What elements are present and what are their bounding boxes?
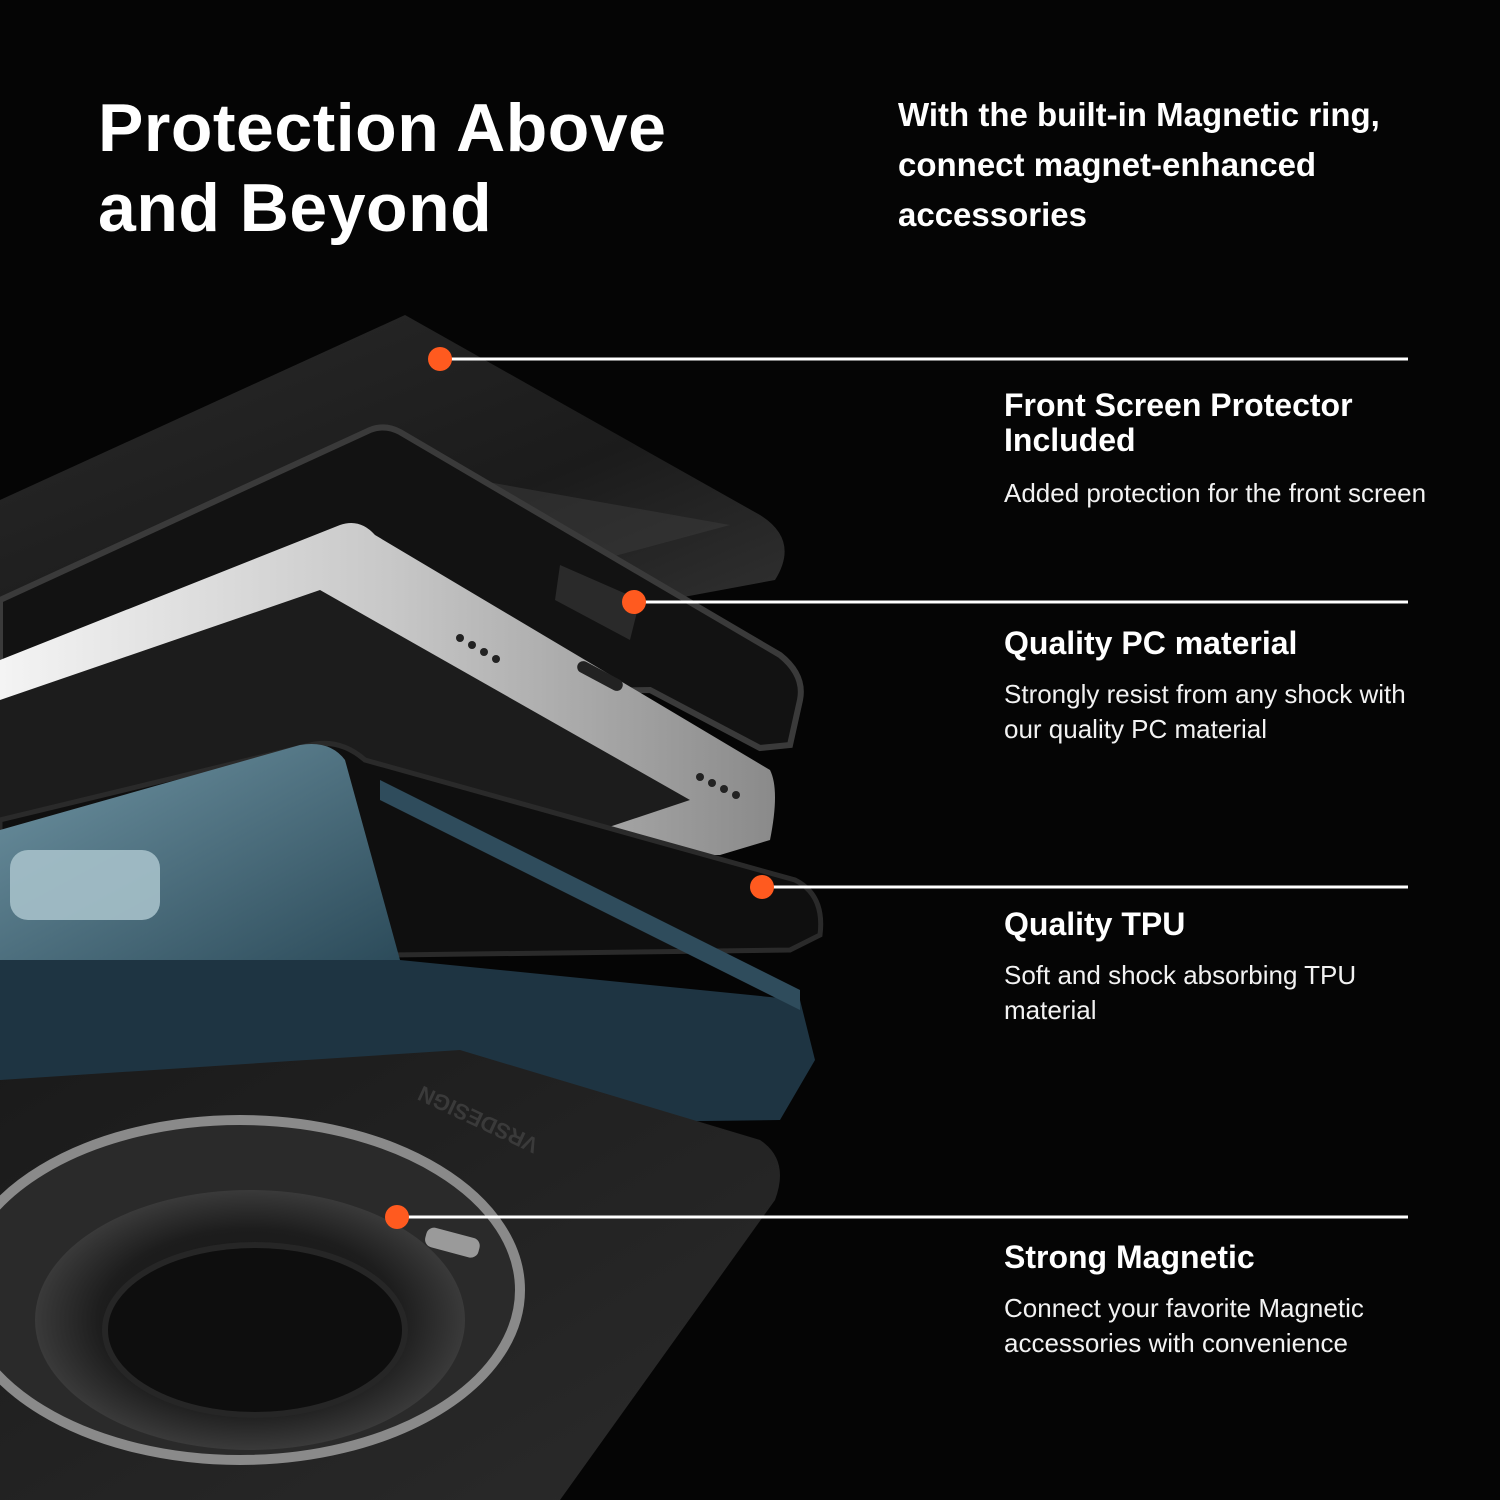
callout-dot-pc	[622, 590, 646, 614]
feature-title: Front Screen Protector Included	[1004, 387, 1353, 458]
feature-title: Quality TPU	[1004, 906, 1186, 942]
feature-description: Connect your favorite Magnetic accessori…	[1004, 1293, 1364, 1358]
phone-speaker-holes	[456, 634, 740, 799]
subhead: With the built-in Magnetic ring, connect…	[898, 96, 1380, 233]
callout-dot-tpu	[750, 875, 774, 899]
pc-frame-slot	[555, 565, 640, 640]
ring-hinge	[425, 1227, 480, 1258]
blue-case-edge	[380, 780, 800, 1010]
feature-pc-material: Quality PC material Strongly resist from…	[1004, 626, 1444, 747]
feature-description: Soft and shock absorbing TPU material	[1004, 960, 1357, 1025]
feature-strong-magnetic: Strong Magnetic Connect your favorite Ma…	[1004, 1240, 1444, 1361]
callout-lines	[397, 357, 1408, 1219]
feature-description: Added protection for the front screen	[1004, 478, 1427, 508]
callout-dot-magnetic	[385, 1205, 409, 1229]
feature-front-screen-protector: Front Screen Protector Included Added pr…	[1004, 388, 1444, 511]
feature-tpu: Quality TPU Soft and shock absorbing TPU…	[1004, 907, 1444, 1028]
callout-dots	[385, 347, 774, 1229]
usb-port	[577, 661, 623, 691]
blue-panel-label	[10, 850, 160, 920]
callout-dot-protector	[428, 347, 452, 371]
feature-description: Strongly resist from any shock with our …	[1004, 679, 1406, 744]
magnetic-ring-core	[102, 1242, 408, 1418]
feature-title: Quality PC material	[1004, 625, 1298, 661]
headline: Protection Above and Beyond	[98, 90, 667, 246]
feature-title: Strong Magnetic	[1004, 1239, 1255, 1275]
